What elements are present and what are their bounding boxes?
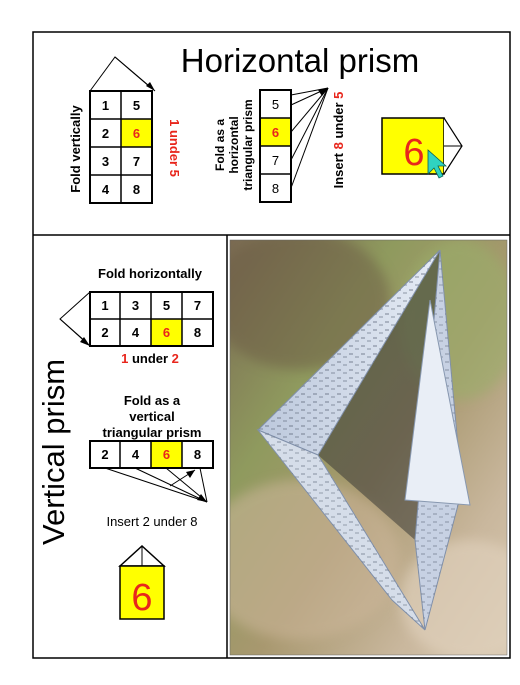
grid-cell: 7 — [194, 298, 201, 313]
row-cell: 2 — [101, 447, 108, 462]
row-cell-highlight: 6 — [163, 447, 170, 462]
grid-cell: 3 — [132, 298, 139, 313]
grid-cell: 4 — [132, 325, 140, 340]
horizontal-prism-result: 6 — [381, 117, 463, 179]
grid-cell: 8 — [133, 182, 140, 197]
arrow-head — [80, 337, 90, 346]
folded-prism-photo — [230, 240, 507, 655]
svg-text:triangular prism: triangular prism — [241, 99, 255, 190]
fold-vertically-label: Fold vertically — [68, 105, 83, 193]
insert-eight-label: Insert 8 under 5 — [331, 92, 346, 189]
one-under-two-label: 1 under 2 — [121, 351, 179, 366]
fold-vertically-arrow — [89, 56, 156, 92]
svg-text:horizontal: horizontal — [227, 116, 241, 173]
grid-cell: 7 — [133, 154, 140, 169]
cursor-icon — [427, 149, 448, 179]
result-digit: 6 — [403, 132, 424, 174]
column-cell: 5 — [272, 97, 279, 112]
insert-arrows — [290, 87, 329, 189]
arrow-head — [318, 88, 328, 96]
svg-text:vertical: vertical — [129, 409, 175, 424]
highlight-cell — [151, 319, 182, 346]
outer-frame — [32, 31, 511, 659]
grid-cell: 2 — [102, 126, 109, 141]
row-cell: 8 — [194, 447, 201, 462]
fold-horizontally-label: Fold horizontally — [98, 266, 203, 281]
result-digit: 6 — [131, 577, 152, 619]
paper-flap — [404, 299, 471, 506]
arrow-guide — [59, 318, 87, 343]
top-column: 5 6 7 8 — [259, 89, 292, 203]
grid-cell: 8 — [194, 325, 201, 340]
highlight-cell — [151, 441, 182, 468]
left-grid: 1 3 5 7 2 4 6 8 — [89, 291, 214, 347]
vertical-prism-title: Vertical prism — [36, 359, 71, 545]
grid-cell: 3 — [102, 154, 109, 169]
vertical-prism-result: 6 — [118, 544, 166, 620]
left-row: 2 4 6 8 — [89, 440, 214, 469]
grid-cell: 5 — [163, 298, 170, 313]
svg-text:triangular prism: triangular prism — [103, 425, 202, 440]
one-under-five-label: 1 under 5 — [167, 119, 182, 177]
grid-cell: 1 — [102, 98, 109, 113]
highlight-cell — [121, 119, 152, 147]
top-grid: 1 5 2 6 3 7 4 8 — [89, 90, 153, 204]
grid-cell: 5 — [133, 98, 140, 113]
insert-two-label: Insert 2 under 8 — [106, 514, 197, 529]
horizontal-prism-title: Horizontal prism — [181, 42, 419, 79]
grid-cell: 1 — [101, 298, 108, 313]
svg-text:Fold as a: Fold as a — [124, 393, 181, 408]
highlight-cell — [260, 118, 291, 146]
grid-cell: 4 — [102, 182, 110, 197]
arrow-head — [197, 494, 207, 502]
grid-cell-highlight: 6 — [163, 325, 170, 340]
grid-cell-highlight: 6 — [133, 126, 140, 141]
column-cell: 8 — [272, 181, 279, 196]
column-cell-highlight: 6 — [272, 125, 279, 140]
svg-text:Fold as a: Fold as a — [213, 119, 227, 171]
arrow-head — [146, 82, 155, 91]
fold-horizontally-arrow — [59, 291, 91, 347]
fold-as-horizontal-label: Fold as a horizontal triangular prism — [213, 99, 255, 190]
arrow-head — [186, 470, 195, 478]
column-cell: 7 — [272, 153, 279, 168]
arrow-guide — [114, 56, 151, 88]
fold-as-vertical-label: Fold as a vertical triangular prism — [103, 393, 202, 440]
row-cell: 4 — [132, 447, 140, 462]
grid-cell: 2 — [101, 325, 108, 340]
